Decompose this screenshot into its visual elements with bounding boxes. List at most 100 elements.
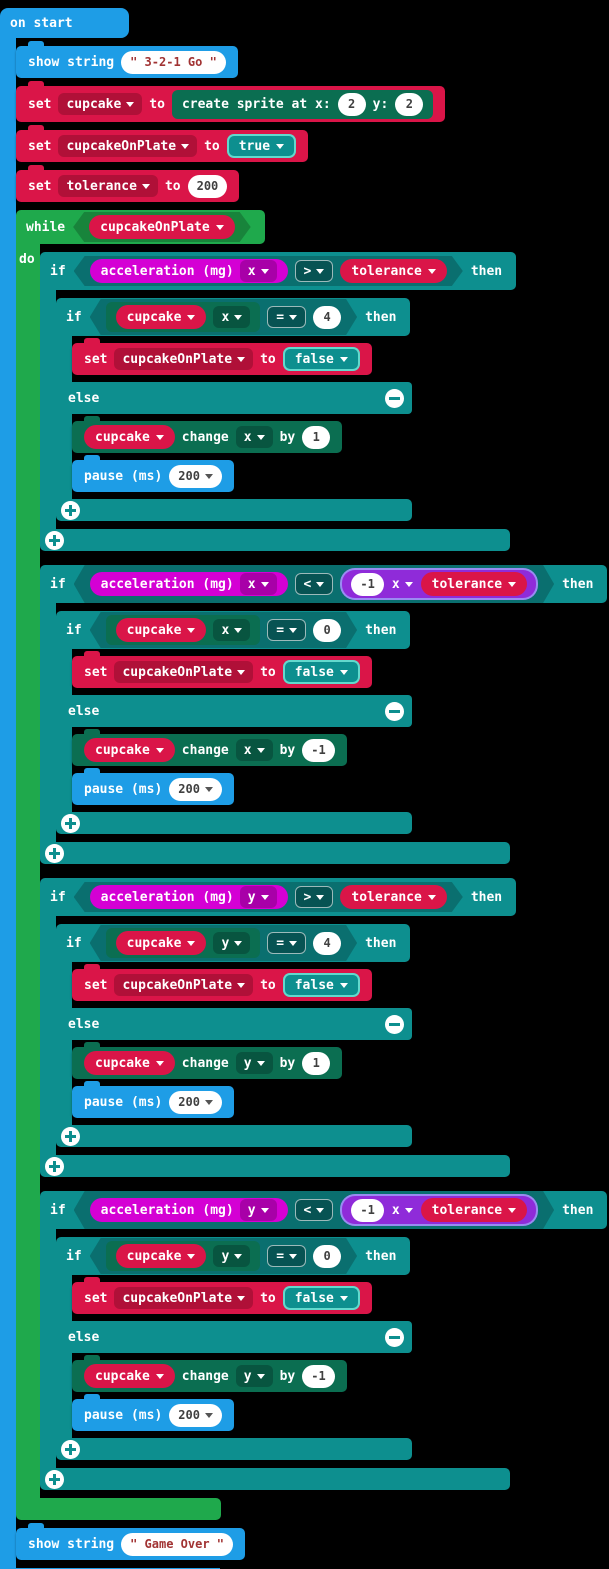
number-input[interactable]: 1 [302,425,331,449]
multiply-block[interactable]: -1 x tolerance [340,1194,538,1226]
number-input[interactable]: 4 [313,932,341,955]
if-header[interactable]: if acceleration (mg) x < -1 x [40,565,608,603]
pause-duration-dropdown[interactable]: 200 [169,1090,222,1114]
axis-dropdown[interactable]: y [240,1199,277,1221]
expand-else-icon[interactable] [61,500,80,520]
variable-pill[interactable]: tolerance [421,572,527,596]
pause-block[interactable]: pause (ms) 200 [72,1394,234,1431]
pause-duration-dropdown[interactable]: 200 [169,1403,222,1427]
variable-pill[interactable]: tolerance [421,1198,527,1222]
pause-duration-dropdown[interactable]: 200 [169,777,222,801]
variable-dropdown[interactable]: cupcakeOnPlate [58,135,198,157]
variable-pill[interactable]: cupcake [84,425,175,449]
if-header[interactable]: if cupcake x = 0 t [56,611,411,649]
collapse-else-icon[interactable] [385,388,404,408]
expand-else-icon[interactable] [45,530,64,550]
acceleration-block[interactable]: acceleration (mg) y [90,1198,288,1222]
variable-pill[interactable]: cupcake [116,1244,207,1268]
if-header[interactable]: if cupcake y = 4 t [56,924,411,962]
boolean-dropdown[interactable]: false [282,973,360,997]
if-block[interactable]: if acceleration (mg) x > tolerance then [40,252,517,551]
change-sprite-block[interactable]: cupcake change x by 1 [72,416,343,453]
inner-if-else-block[interactable]: if cupcake x = 4 t [56,298,412,521]
set-variable-block[interactable]: set cupcakeOnPlate to false [72,338,372,375]
if-block[interactable]: if acceleration (mg) y > tolerance then [40,878,517,1177]
axis-dropdown[interactable]: y [240,886,277,908]
set-variable-block[interactable]: set cupcake to create sprite at x: 2 y: … [16,81,446,122]
collapse-else-icon[interactable] [385,701,404,721]
variable-dropdown[interactable]: tolerance [58,175,158,197]
property-dropdown[interactable]: y [213,932,250,954]
show-string-block[interactable]: show string " Game Over " [16,1523,246,1560]
comparison-dropdown[interactable]: = [267,932,306,954]
boolean-dropdown[interactable]: false [282,1286,360,1310]
change-sprite-block[interactable]: cupcake change y by -1 [72,1355,347,1392]
acceleration-block[interactable]: acceleration (mg) x [90,259,288,283]
set-variable-block[interactable]: set cupcakeOnPlate to false [72,964,372,1001]
set-variable-block[interactable]: set tolerance to 200 [16,165,240,202]
while-loop-block[interactable]: while cupcakeOnPlate do if acceleratio [16,210,608,1520]
variable-dropdown[interactable]: cupcakeOnPlate [114,974,254,996]
expand-else-icon[interactable] [61,1439,80,1459]
expand-else-icon[interactable] [61,813,80,833]
if-header[interactable]: if cupcake y = 0 t [56,1237,411,1275]
comparison-dropdown[interactable]: < [295,1199,334,1221]
comparison-dropdown[interactable]: > [295,886,334,908]
expand-else-icon[interactable] [61,1126,80,1146]
comparison-dropdown[interactable]: < [295,573,334,595]
string-literal[interactable]: " Game Over " [121,1532,234,1556]
boolean-dropdown[interactable]: false [282,347,360,371]
sprite-property-block[interactable]: cupcake y [106,1241,261,1271]
axis-dropdown[interactable]: x [240,573,277,595]
multiply-block[interactable]: -1 x tolerance [340,568,538,600]
while-header[interactable]: while cupcakeOnPlate [16,210,265,244]
property-dropdown[interactable]: x [213,306,250,328]
on-start-block[interactable]: on start show string " 3-2-1 Go " set cu… [0,8,609,1569]
variable-pill[interactable]: cupcake [116,618,207,642]
change-sprite-block[interactable]: cupcake change y by 1 [72,1042,343,1079]
if-block[interactable]: if acceleration (mg) y < -1 x [40,1191,608,1490]
acceleration-block[interactable]: acceleration (mg) x [90,572,288,596]
operator-dropdown[interactable]: x [390,1199,415,1221]
show-string-block[interactable]: show string " 3-2-1 Go " [16,41,238,78]
operator-dropdown[interactable]: x [390,573,415,595]
variable-pill[interactable]: cupcake [116,305,207,329]
inner-if-else-block[interactable]: if cupcake x = 0 t [56,611,412,834]
property-dropdown[interactable]: x [213,619,250,641]
change-sprite-block[interactable]: cupcake change x by -1 [72,729,347,766]
if-header[interactable]: if acceleration (mg) y > tolerance then [40,878,517,916]
variable-pill[interactable]: cupcake [84,738,175,762]
pause-block[interactable]: pause (ms) 200 [72,768,234,805]
number-input[interactable]: -1 [302,1364,335,1388]
comparison-dropdown[interactable]: = [267,306,306,328]
property-dropdown[interactable]: x [235,426,273,448]
variable-pill[interactable]: cupcake [84,1051,175,1075]
pause-block[interactable]: pause (ms) 200 [72,455,234,492]
number-input[interactable]: -1 [351,573,383,596]
collapse-else-icon[interactable] [385,1327,404,1347]
property-dropdown[interactable]: y [235,1052,273,1074]
axis-dropdown[interactable]: x [240,260,277,282]
if-block[interactable]: if acceleration (mg) x < -1 x [40,565,608,864]
pause-duration-dropdown[interactable]: 200 [169,464,222,488]
collapse-else-icon[interactable] [385,1014,404,1034]
variable-pill[interactable]: cupcake [84,1364,175,1388]
expand-else-icon[interactable] [45,843,64,863]
number-input[interactable]: 0 [313,1245,341,1268]
expand-else-icon[interactable] [45,1156,64,1176]
expand-else-icon[interactable] [45,1469,64,1489]
sprite-property-block[interactable]: cupcake y [106,928,261,958]
variable-pill[interactable]: tolerance [340,259,446,283]
variable-pill[interactable]: cupcake [116,931,207,955]
set-variable-block[interactable]: set cupcakeOnPlate to false [72,1277,372,1314]
set-variable-block[interactable]: set cupcakeOnPlate to false [72,651,372,688]
number-input[interactable]: 0 [313,619,341,642]
pause-block[interactable]: pause (ms) 200 [72,1081,234,1118]
on-start-header[interactable]: on start [0,8,129,38]
comparison-dropdown[interactable]: > [295,260,334,282]
if-header[interactable]: if cupcake x = 4 t [56,298,411,336]
comparison-dropdown[interactable]: = [267,1245,306,1267]
property-dropdown[interactable]: y [213,1245,250,1267]
number-input[interactable]: -1 [302,738,335,762]
sprite-x-input[interactable]: 2 [337,92,366,116]
